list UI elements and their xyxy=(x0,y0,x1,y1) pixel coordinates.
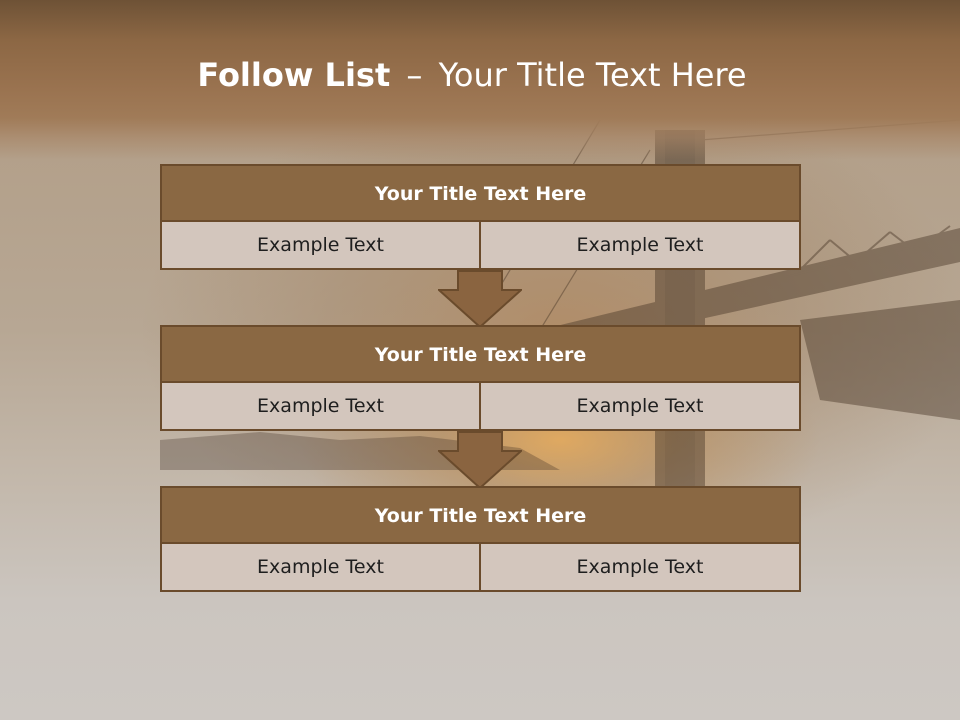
block-cell-left: Example Text xyxy=(162,222,481,268)
block-cell-left: Example Text xyxy=(162,544,481,590)
list-block-1: Your Title Text Here Example Text Exampl… xyxy=(160,164,801,270)
list-block-2: Your Title Text Here Example Text Exampl… xyxy=(160,325,801,431)
block-title: Your Title Text Here xyxy=(162,327,799,383)
block-cell-right: Example Text xyxy=(481,222,799,268)
header-band xyxy=(0,0,960,160)
block-cell-left: Example Text xyxy=(162,383,481,429)
block-title: Your Title Text Here xyxy=(162,166,799,222)
slide-title: Follow List – Your Title Text Here xyxy=(0,56,944,94)
list-block-3: Your Title Text Here Example Text Exampl… xyxy=(160,486,801,592)
down-arrow-icon xyxy=(438,431,522,489)
block-cell-right: Example Text xyxy=(481,544,799,590)
down-arrow-icon xyxy=(438,270,522,328)
title-separator: – xyxy=(406,56,423,94)
title-bold-text: Follow List xyxy=(197,56,391,94)
block-cell-right: Example Text xyxy=(481,383,799,429)
title-rest-text: Your Title Text Here xyxy=(438,56,747,94)
block-title: Your Title Text Here xyxy=(162,488,799,544)
